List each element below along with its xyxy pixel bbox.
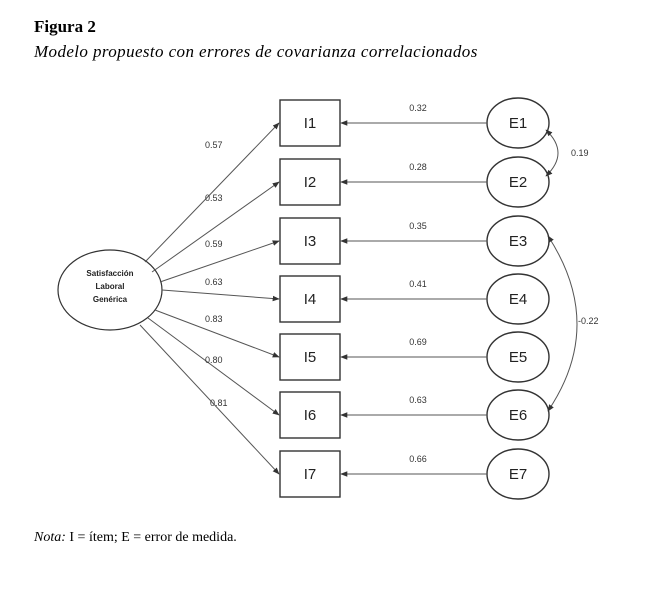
indicator-label: I1 (304, 115, 317, 132)
indicator-label: I6 (304, 407, 317, 424)
loading-path (144, 122, 280, 263)
covariance-value: -0.22 (578, 316, 599, 326)
note-text: I = ítem; E = error de medida. (65, 530, 237, 545)
loading-value: 0.81 (210, 398, 228, 408)
error-label: E3 (509, 233, 527, 250)
loading-value: 0.80 (205, 355, 223, 365)
loading-path (161, 289, 280, 302)
error-loading-value: 0.32 (409, 103, 427, 113)
loading-path (159, 240, 280, 283)
error-loading-value: 0.28 (409, 162, 427, 172)
loading-path (147, 317, 280, 416)
loading-path (154, 309, 280, 358)
indicator-label: I4 (304, 291, 317, 308)
indicator-box (279, 158, 341, 206)
error-loading-value: 0.35 (409, 221, 427, 231)
figure-note: Nota: I = ítem; E = error de medida. (34, 530, 237, 546)
error-label: E7 (509, 466, 527, 483)
indicator-box (279, 391, 341, 439)
error-loading-value: 0.66 (409, 454, 427, 464)
latent-label-line: Genérica (93, 295, 128, 304)
covariance-arc-e3-e6 (547, 235, 578, 412)
indicator-label: I5 (304, 349, 317, 366)
indicator-box (279, 99, 341, 147)
indicator-box (279, 333, 341, 381)
latent-label-line: Laboral (96, 282, 125, 291)
loading-value: 0.59 (205, 239, 223, 249)
indicator-box (279, 275, 341, 323)
figure-title: Modelo propuesto con errores de covarian… (34, 42, 478, 61)
error-label: E2 (509, 174, 527, 191)
indicator-label: I2 (304, 174, 317, 191)
loading-path (139, 324, 280, 475)
error-loading-value: 0.69 (409, 337, 427, 347)
indicator-label: I7 (304, 466, 317, 483)
error-label: E4 (509, 291, 527, 308)
covariance-arc-e1-e2 (545, 129, 559, 177)
error-label: E1 (509, 115, 527, 132)
latent-label-line: Satisfacción (86, 269, 133, 278)
loading-value: 0.53 (205, 193, 223, 203)
indicator-box (279, 217, 341, 265)
error-label: E5 (509, 349, 527, 366)
indicator-label: I3 (304, 233, 317, 250)
indicator-box (279, 450, 341, 498)
loading-value: 0.83 (205, 314, 223, 324)
note-prefix: Nota: (34, 530, 66, 545)
covariance-value: 0.19 (571, 148, 589, 158)
loading-path (151, 181, 280, 273)
error-loading-value: 0.41 (409, 279, 427, 289)
loading-value: 0.57 (205, 140, 223, 150)
figure-label: Figura 2 (34, 17, 96, 36)
error-loading-value: 0.63 (409, 395, 427, 405)
loading-value: 0.63 (205, 277, 223, 287)
error-label: E6 (509, 407, 527, 424)
